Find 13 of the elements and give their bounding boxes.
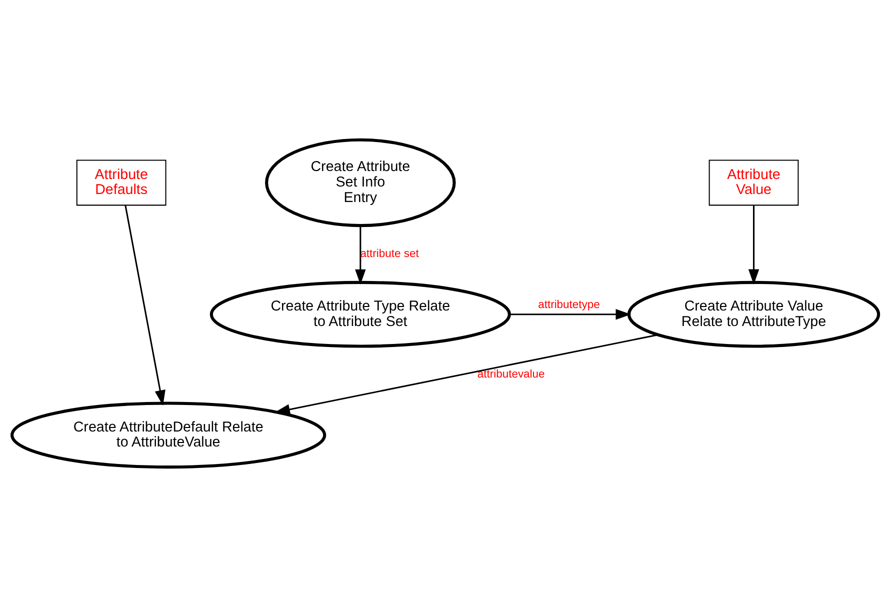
node-ellipse: Create Attribute Set Info Entry (265, 138, 456, 228)
node-ellipse: Create Attribute Type Relate to Attribute Set (210, 280, 511, 348)
arrow (274, 334, 658, 415)
arrow (748, 205, 760, 285)
node-ellipse: Create AttributeDefault Relate to AttributeValue (10, 402, 326, 469)
node-box: Attribute Defaults (76, 160, 166, 206)
arrow (355, 225, 366, 285)
node-box: Attribute Value (708, 160, 799, 206)
arrow (509, 308, 632, 320)
edge-label: attributetype (538, 299, 600, 311)
arrow (124, 205, 166, 406)
node-ellipse: Create Attribute Value Relate to AttributeType (627, 280, 880, 348)
edge-label: attributevalue (477, 368, 545, 381)
